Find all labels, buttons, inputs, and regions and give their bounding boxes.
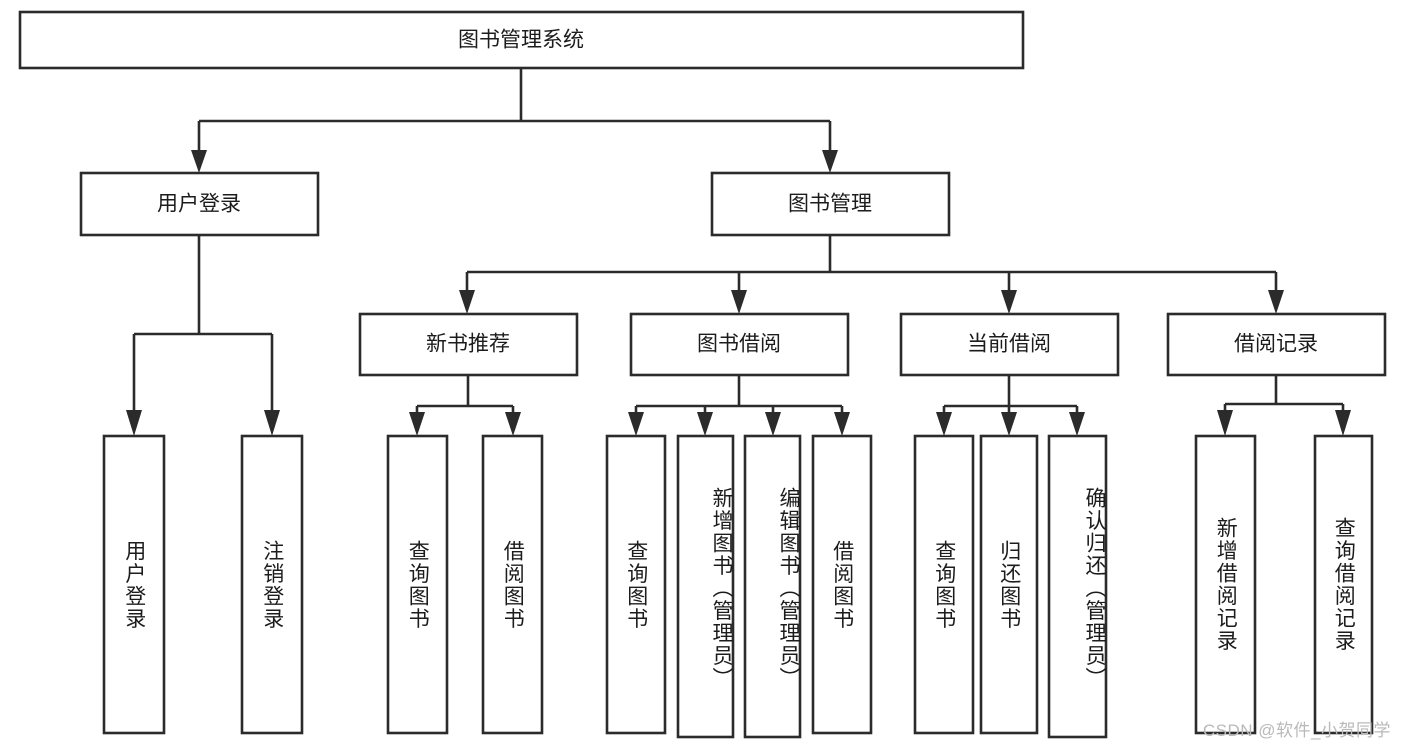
- arrow-head-leaf-query-book-borrow: [628, 412, 644, 436]
- arrow-head-book-borrow: [731, 290, 747, 314]
- node-layer: 图书管理系统 用户登录 图书管理 新书推荐 图书借阅 当前借阅 借阅记录: [18, 10, 1387, 739]
- node-label-root: 图书管理系统: [458, 29, 584, 52]
- node-label-borrow-record: 借阅记录: [1234, 333, 1318, 356]
- node-box-borrow-record[interactable]: [1166, 312, 1387, 377]
- connector-layer: [126, 68, 1351, 436]
- arrow-head-book-management: [822, 150, 838, 173]
- node-box-current-borrow[interactable]: [899, 312, 1120, 377]
- node-label-book-borrow: 图书借阅: [697, 333, 781, 356]
- arrow-head-leaf-query-borrow-record: [1335, 410, 1351, 436]
- node-box-root[interactable]: [18, 10, 1025, 70]
- node-box-leaf-query-book-borrow[interactable]: [605, 434, 667, 735]
- arrow-head-user-login: [191, 150, 207, 173]
- node-label-user-login: 用户登录: [157, 193, 241, 216]
- node-box-leaf-confirm-return-admin[interactable]: [1047, 434, 1108, 739]
- arrow-head-leaf-logout-login: [264, 410, 280, 436]
- arrow-head-leaf-query-book-current: [936, 412, 952, 436]
- node-box-new-book-recommend[interactable]: [358, 312, 579, 377]
- arrow-head-leaf-borrow-book-rec: [505, 412, 521, 436]
- arrow-head-leaf-edit-book-admin: [765, 412, 781, 436]
- node-label-current-borrow: 当前借阅: [967, 333, 1051, 356]
- node-box-leaf-borrow-book-rec[interactable]: [481, 434, 544, 735]
- node-box-leaf-query-book-current[interactable]: [913, 434, 975, 735]
- arrow-head-current-borrow: [1001, 290, 1017, 314]
- node-box-leaf-user-login[interactable]: [102, 434, 166, 735]
- node-box-leaf-add-book-admin[interactable]: [676, 434, 735, 739]
- arrow-head-new-book-recommend: [459, 290, 475, 314]
- node-label-new-book-recommend: 新书推荐: [426, 333, 510, 356]
- node-box-leaf-edit-book-admin[interactable]: [743, 434, 802, 739]
- node-box-leaf-borrow-book[interactable]: [811, 434, 873, 735]
- arrow-head-leaf-query-book-rec: [409, 412, 425, 436]
- node-box-book-management[interactable]: [710, 171, 951, 237]
- node-label-book-management: 图书管理: [788, 193, 872, 216]
- arrow-head-leaf-confirm-return-admin: [1069, 412, 1085, 436]
- node-box-leaf-query-book-rec[interactable]: [386, 434, 449, 735]
- node-box-user-login[interactable]: [79, 171, 320, 237]
- node-box-leaf-return-book[interactable]: [979, 434, 1039, 735]
- arrow-head-leaf-borrow-book: [834, 412, 850, 436]
- node-box-book-borrow[interactable]: [629, 312, 850, 377]
- node-box-leaf-query-borrow-record[interactable]: [1313, 434, 1374, 735]
- node-box-leaf-add-borrow-record[interactable]: [1194, 434, 1257, 735]
- arrow-head-leaf-add-borrow-record: [1217, 410, 1233, 436]
- arrow-head-leaf-add-book-admin: [697, 412, 713, 436]
- arrow-head-leaf-user-login: [126, 410, 142, 436]
- arrow-head-leaf-return-book: [1001, 412, 1017, 436]
- arrow-head-borrow-record: [1268, 290, 1284, 314]
- node-box-leaf-logout-login[interactable]: [240, 434, 304, 735]
- watermark-text: CSDN @软件_小贺同学: [1202, 721, 1391, 740]
